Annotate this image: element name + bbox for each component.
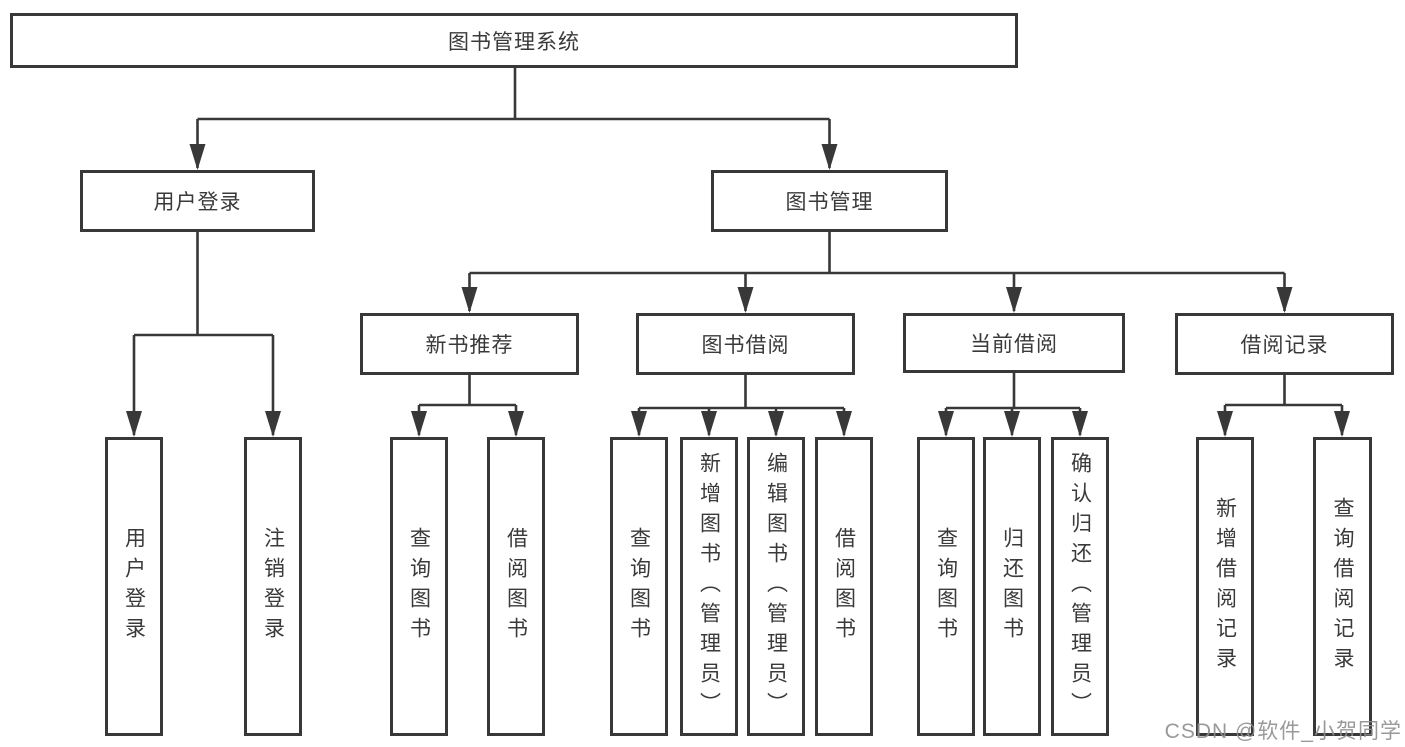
connector-bookmgmt-to-level3 [461,232,1293,313]
node-current-borrowing: 当前借阅 [903,313,1125,373]
node-book-management: 图书管理 [711,170,948,232]
csdn-watermark: CSDN @软件_小贺同学 [1164,720,1402,743]
leaf-edit-books-admin: 编辑图书（管理员） [747,437,805,736]
leaf-user-login: 用户登录 [105,437,163,736]
leaf-query-books-borrowing: 查询图书 [610,437,668,736]
connector-bookborrow-to-leaves [631,375,852,437]
node-new-book-recommend: 新书推荐 [360,313,579,375]
leaf-add-borrow-record: 新增借阅记录 [1196,437,1254,736]
leaf-borrow-books-recommend: 借阅图书 [487,437,545,736]
leaf-borrow-books-borrowing: 借阅图书 [815,437,873,736]
leaf-query-borrow-record: 查询借阅记录 [1313,437,1372,736]
connector-borrowrecords-to-leaves [1217,375,1350,437]
connector-newbooks-to-leaves [411,375,524,437]
leaf-confirm-return-admin: 确认归还（管理员） [1051,437,1109,736]
connector-userlogin-to-leaves [126,232,281,437]
leaf-query-books-recommend: 查询图书 [390,437,448,736]
node-book-borrowing: 图书借阅 [636,313,855,375]
leaf-return-books: 归还图书 [983,437,1041,736]
connector-root-to-level2 [189,68,838,170]
node-root-system: 图书管理系统 [10,13,1018,68]
node-borrowing-records: 借阅记录 [1175,313,1394,375]
leaf-add-books-admin: 新增图书（管理员） [680,437,738,736]
leaf-logout: 注销登录 [244,437,302,736]
node-user-login: 用户登录 [80,170,315,232]
leaf-query-books-current: 查询图书 [917,437,975,736]
connector-currentborrow-to-leaves [938,372,1088,437]
